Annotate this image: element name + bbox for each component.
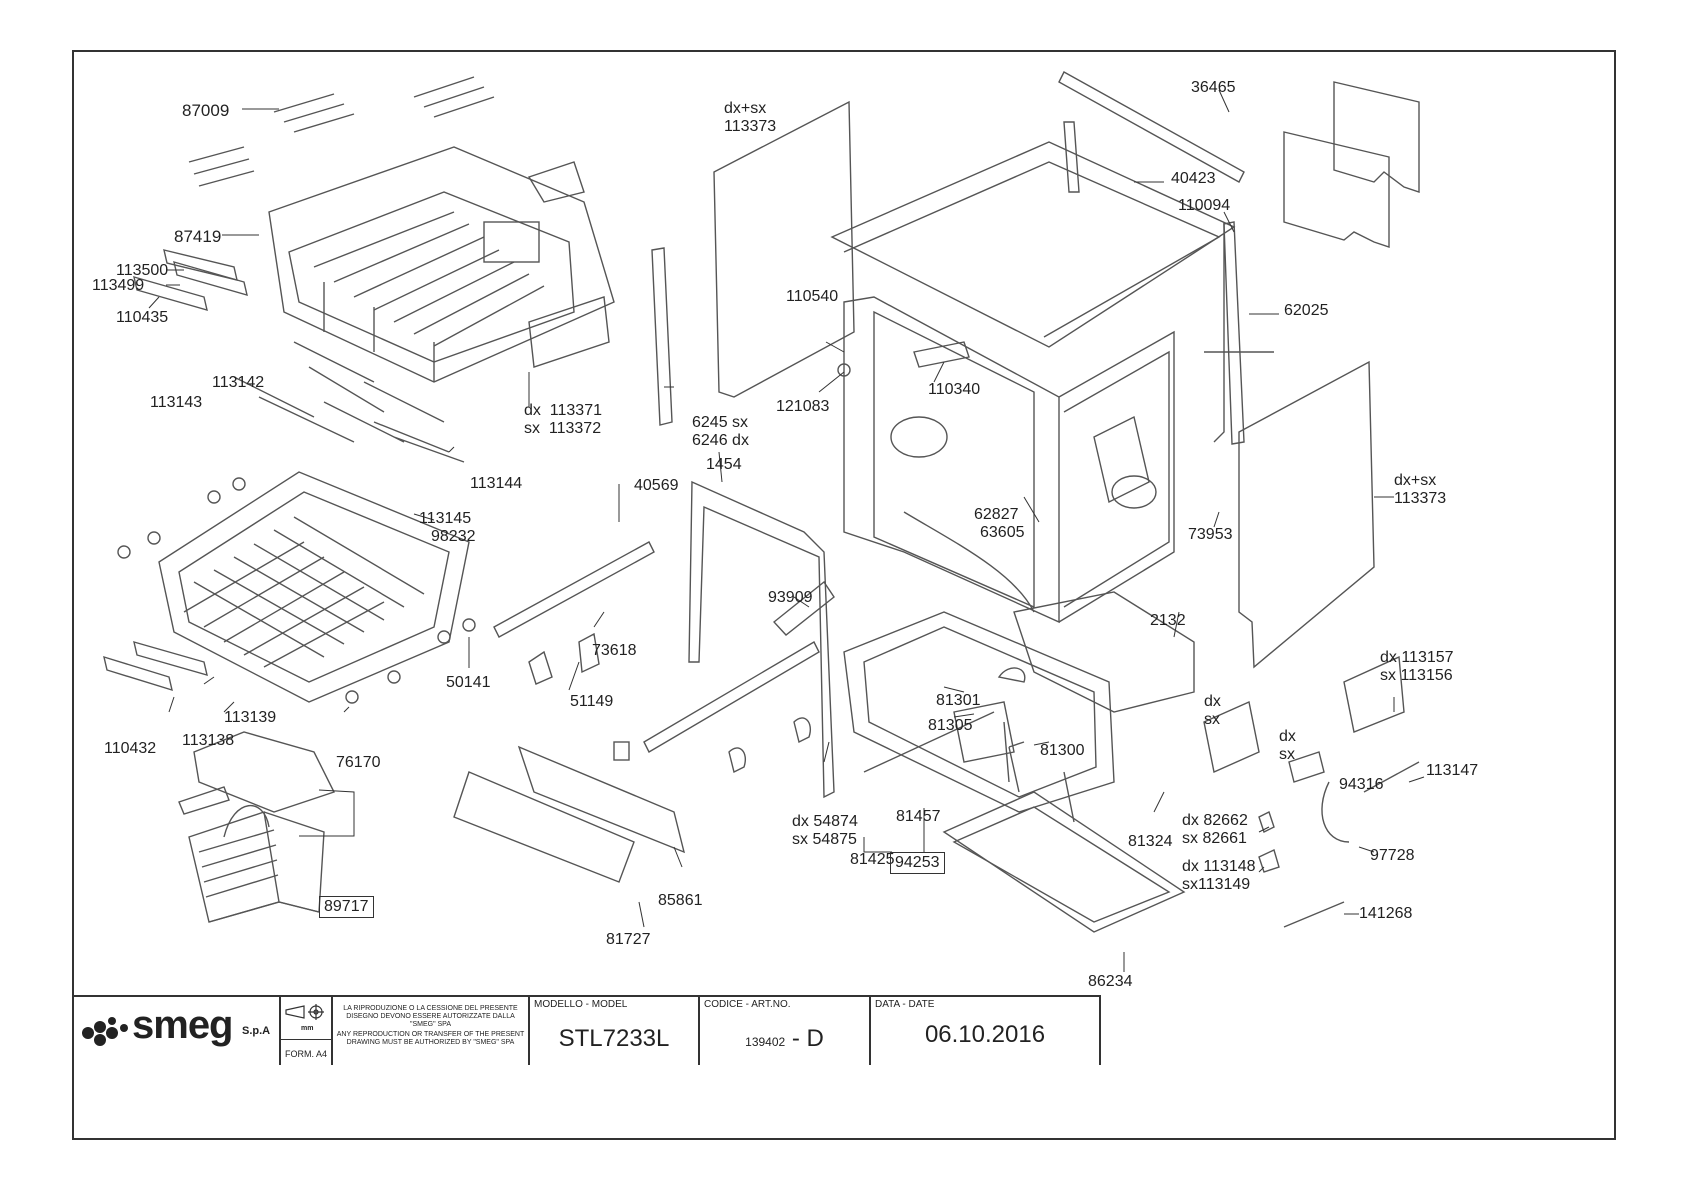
projection-symbol-icon bbox=[285, 1004, 324, 1020]
part-label: 93909 bbox=[768, 589, 813, 606]
part-label: 81727 bbox=[606, 931, 651, 948]
tine-rows bbox=[188, 76, 495, 463]
part-label: dx+sx 113373 bbox=[724, 100, 777, 135]
part-label: 85861 bbox=[658, 892, 703, 909]
part-label: 40569 bbox=[634, 477, 679, 494]
side-panel-right bbox=[1238, 360, 1375, 669]
exploded-diagram bbox=[103, 71, 1425, 972]
part-label: dx sx bbox=[1204, 693, 1221, 728]
part-label: 40423 bbox=[1171, 170, 1216, 187]
part-label: 113139 bbox=[224, 709, 277, 726]
part-label: 113500 bbox=[116, 262, 169, 279]
part-label: dx 113148 sx113149 bbox=[1182, 858, 1256, 893]
date-caption: DATA - DATE bbox=[875, 999, 935, 1010]
part-label: 113499 bbox=[92, 277, 145, 294]
part-label: 110432 bbox=[104, 740, 157, 757]
part-label: sx 54875 bbox=[792, 831, 857, 848]
unit-mark: mm bbox=[301, 1025, 314, 1032]
part-label: 86234 bbox=[1088, 973, 1133, 990]
part-label: 6246 dx bbox=[692, 432, 749, 449]
code-revision: - D bbox=[791, 1025, 824, 1052]
part-label: 36465 bbox=[1191, 79, 1236, 96]
part-label: dx sx bbox=[1279, 728, 1296, 763]
part-label: 89717 bbox=[319, 896, 374, 918]
upper-basket bbox=[268, 146, 615, 383]
part-label: 2132 bbox=[1150, 612, 1186, 629]
part-label: 81300 bbox=[1040, 742, 1085, 759]
part-label: 81457 bbox=[896, 808, 941, 825]
code-value: 139402 - D bbox=[700, 1025, 869, 1053]
date-cell: DATA - DATE 06.10.2016 bbox=[869, 995, 1101, 1065]
part-label: 50141 bbox=[446, 674, 491, 691]
lower-basket bbox=[117, 471, 476, 704]
model-cell: MODELLO - MODEL STL7233L bbox=[528, 995, 698, 1065]
part-label: 81425 bbox=[850, 851, 895, 868]
part-label: 110435 bbox=[116, 309, 169, 326]
part-label: 81324 bbox=[1128, 833, 1173, 850]
unit-cell: mm FORM. A4 bbox=[279, 995, 331, 1065]
tub bbox=[830, 141, 1236, 624]
part-label: 81301 bbox=[936, 692, 981, 709]
part-label: 98232 bbox=[431, 528, 476, 545]
hinges bbox=[1003, 655, 1420, 928]
insulation-sheets bbox=[1283, 81, 1420, 248]
code-cell: CODICE - ART.NO. 139402 - D bbox=[698, 995, 869, 1065]
notice-cell: LA RIPRODUZIONE O LA CESSIONE DEL PRESEN… bbox=[331, 995, 528, 1065]
part-label: 62025 bbox=[1284, 302, 1329, 319]
part-label: 110094 bbox=[1178, 197, 1231, 214]
company-suffix: S.p.A bbox=[242, 1025, 271, 1037]
part-label: 121083 bbox=[776, 398, 830, 415]
part-label: 110540 bbox=[786, 288, 839, 305]
base-frame bbox=[843, 591, 1195, 933]
part-label: 141268 bbox=[1359, 905, 1413, 922]
part-label: 76170 bbox=[336, 754, 381, 771]
part-label: 1454 bbox=[706, 456, 742, 473]
part-label: sx 113372 bbox=[524, 420, 602, 437]
brand-name: smeg bbox=[132, 1003, 233, 1047]
part-label: 81305 bbox=[928, 717, 973, 734]
part-label: 94316 bbox=[1339, 776, 1384, 793]
slide-profiles bbox=[103, 249, 248, 692]
brand-cell: smeg S.p.A bbox=[74, 995, 279, 1065]
part-label: 113138 bbox=[182, 732, 235, 749]
part-label: 113144 bbox=[470, 475, 523, 492]
notice-english: ANY REPRODUCTION OR TRANSFER OF THE PRES… bbox=[336, 1031, 525, 1046]
part-label: dx 113371 bbox=[524, 402, 602, 419]
part-label: 63605 bbox=[980, 524, 1025, 541]
part-label: 62827 bbox=[974, 506, 1019, 523]
notice-italian: LA RIPRODUZIONE O LA CESSIONE DEL PRESEN… bbox=[343, 1005, 518, 1028]
part-label: 87009 bbox=[182, 101, 230, 120]
part-label: 113145 bbox=[419, 510, 472, 527]
model-value: STL7233L bbox=[558, 1025, 670, 1052]
date-value: 06.10.2016 bbox=[924, 1021, 1046, 1048]
part-label: dx 82662 sx 82661 bbox=[1182, 812, 1248, 847]
part-label: dx 54874 bbox=[792, 813, 858, 830]
part-label: dx 113157 sx 113156 bbox=[1380, 649, 1454, 684]
part-label: 113142 bbox=[212, 374, 265, 391]
part-label: 73953 bbox=[1188, 526, 1233, 543]
part-label: 94253 bbox=[890, 852, 945, 874]
part-label: 113143 bbox=[150, 394, 203, 411]
format-label: FORM. A4 bbox=[285, 1049, 328, 1059]
model-caption: MODELLO - MODEL bbox=[534, 999, 628, 1010]
part-label: 97728 bbox=[1370, 847, 1415, 864]
code-caption: CODICE - ART.NO. bbox=[704, 999, 791, 1010]
part-label: 87419 bbox=[174, 227, 222, 246]
part-label: 110340 bbox=[928, 381, 981, 398]
part-label: dx+sx 113373 bbox=[1394, 472, 1447, 507]
code-number: 139402 bbox=[745, 1035, 786, 1049]
door-parts bbox=[453, 247, 835, 883]
part-label: 73618 bbox=[592, 642, 637, 659]
part-label: 6245 sx bbox=[692, 414, 749, 431]
part-label: 113147 bbox=[1426, 762, 1479, 779]
part-label: 51149 bbox=[570, 693, 614, 710]
rear-panel bbox=[1058, 71, 1274, 445]
side-panel-left bbox=[713, 100, 855, 398]
smeg-logo-dots-icon bbox=[82, 1017, 128, 1046]
cutlery-basket bbox=[178, 731, 335, 923]
